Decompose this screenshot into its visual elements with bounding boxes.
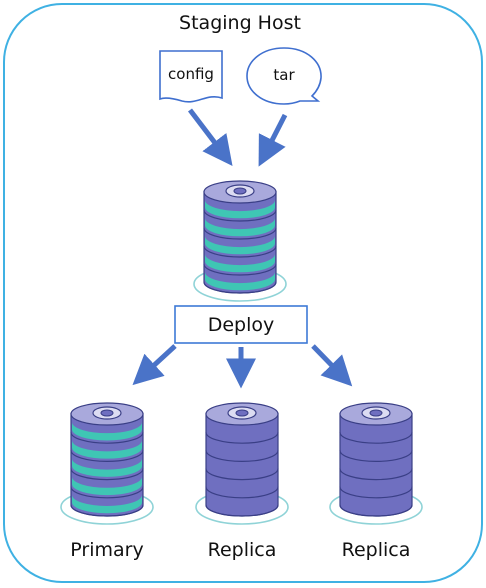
stack-band-edge [203, 245, 277, 258]
target-label-replica-2: Replica [342, 539, 411, 561]
stack-stripe [72, 458, 142, 477]
stack-stripe [205, 254, 275, 273]
arrow-deploy-to-primary [132, 344, 177, 386]
staging-database-stack [193, 180, 287, 302]
deploy-box-shape [174, 305, 308, 344]
tar-label: tar [273, 66, 295, 84]
stack-stripe [205, 272, 275, 291]
tar-bubble: tar [246, 47, 322, 105]
stack-band-edge [205, 432, 279, 444]
target-label-replica-1: Replica [208, 539, 277, 561]
stack-band-edge [70, 486, 144, 499]
staging-host-frame [3, 3, 483, 583]
stack-stripe [72, 422, 142, 441]
stack-top-hole [233, 187, 247, 195]
arrow-config-to-stack [188, 108, 233, 166]
stack-stripe [205, 236, 275, 255]
config-document: config [159, 50, 223, 103]
stack-band-edge [70, 504, 144, 517]
stack-top-hole [369, 409, 383, 417]
stack-band-edge [205, 486, 279, 499]
arrow-deploy-to-replica-2 [311, 344, 353, 387]
stack-band-edge [203, 209, 277, 222]
stack-band-edge [339, 450, 413, 462]
stack-body [205, 413, 279, 517]
stack-stripe [205, 200, 275, 219]
stack-band-edge [339, 468, 413, 481]
stack-top-hole [100, 409, 114, 417]
replica-database-stack [329, 402, 423, 525]
stack-stripe [205, 218, 275, 237]
replica-database-stack [195, 402, 289, 525]
bubble-shape [246, 47, 322, 105]
stack-band-edge [70, 468, 144, 481]
arrow-tar-to-stack [258, 113, 288, 167]
target-label-primary: Primary [70, 539, 143, 561]
stack-band-edge [203, 227, 277, 240]
primary-database-stack [60, 402, 154, 525]
stack-band-edge [339, 486, 413, 499]
stack-band-edge [203, 281, 277, 294]
stack-band-edge [205, 468, 279, 481]
document-shape [159, 50, 223, 103]
stack-body [70, 413, 144, 517]
stack-stripe [72, 440, 142, 459]
deploy-box: Deploy [174, 305, 308, 344]
stack-band-edge [70, 450, 144, 462]
stack-band-edge [203, 263, 277, 276]
stack-band-edge [339, 432, 413, 444]
config-label: config [168, 65, 214, 83]
frame-title: Staging Host [179, 12, 301, 34]
stack-body [203, 191, 277, 294]
stack-band-edge [205, 504, 279, 517]
stack-band-edge [339, 504, 413, 517]
stack-band-edge [205, 450, 279, 462]
stack-stripe [72, 476, 142, 496]
stack-body [339, 413, 413, 517]
deploy-label: Deploy [208, 314, 275, 336]
stack-top-hole [235, 409, 249, 417]
stack-band-edge [70, 432, 144, 444]
stack-stripe [72, 494, 142, 514]
